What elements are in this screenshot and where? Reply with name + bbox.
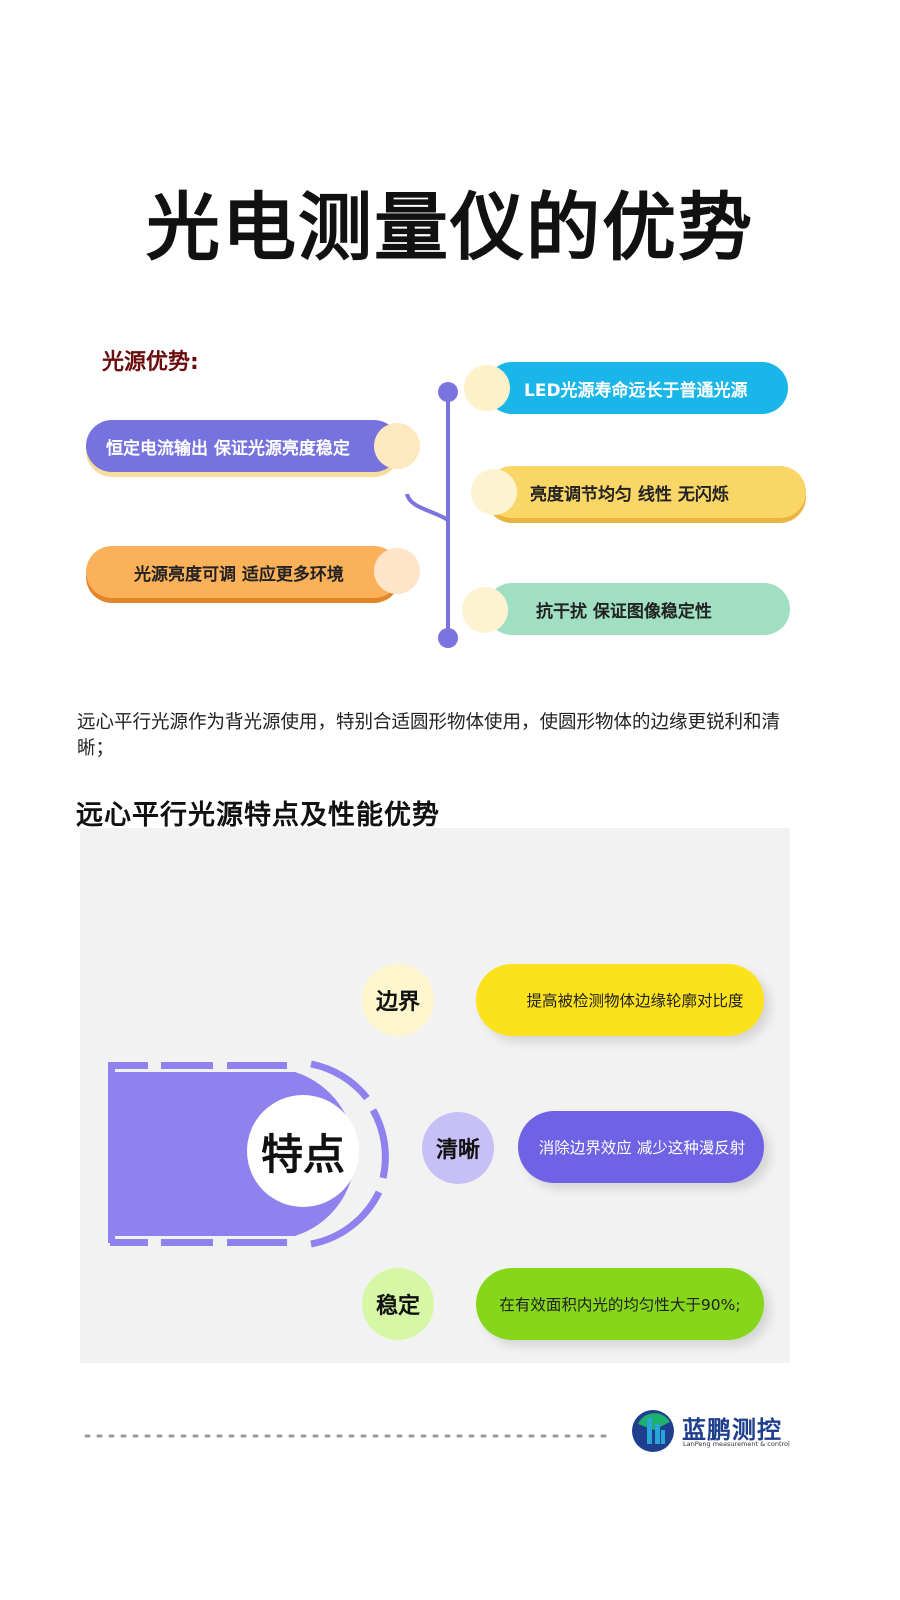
brand-name: 蓝鹏测控	[682, 1416, 782, 1444]
pill-start-circle	[471, 469, 517, 515]
feature-detail: 提高被检测物体边缘轮廓对比度	[526, 992, 744, 1010]
feature-circle-stability: 稳定	[362, 1268, 434, 1340]
feature-circle-clarity: 清晰	[422, 1112, 494, 1184]
footer-dotted-divider	[84, 1434, 608, 1438]
features-title: 远心平行光源特点及性能优势	[76, 800, 440, 831]
feature-detail: 在有效面积内光的均匀性大于90%;	[499, 1296, 741, 1314]
description-paragraph: 远心平行光源作为背光源使用，特别合适圆形物体使用，使圆形物体的边缘更锐利和清晰；	[77, 712, 781, 759]
brand-logo-icon	[632, 1410, 674, 1452]
section-label-light-source: 光源优势:	[102, 350, 199, 375]
advantage-pill-adjustable: 光源亮度可调 适应更多环境	[86, 546, 400, 598]
feature-pill-stability: 在有效面积内光的均匀性大于90%;	[476, 1268, 764, 1340]
pill-end-circle	[374, 423, 420, 469]
advantage-text: 恒定电流输出 保证光源亮度稳定	[106, 438, 350, 459]
advantage-text: 抗干扰 保证图像稳定性	[536, 601, 712, 622]
feature-pill-clarity: 消除边界效应 减少这种漫反射	[518, 1111, 764, 1183]
advantage-pill-constant-current: 恒定电流输出 保证光源亮度稳定	[86, 420, 400, 472]
timeline-line	[446, 392, 450, 638]
timeline-dot-top	[438, 382, 458, 402]
page-title: 光电测量仪的优势	[146, 185, 754, 271]
brand-tagline: LanPeng measurement & control	[683, 1440, 790, 1448]
pill-start-circle	[462, 587, 508, 633]
advantage-pill-led-life: LED光源寿命远长于普通光源	[486, 362, 788, 414]
timeline-dot-bottom	[438, 628, 458, 648]
feature-detail: 消除边界效应 减少这种漫反射	[538, 1139, 746, 1157]
timeline-branch	[405, 494, 450, 522]
feature-circle-boundary: 边界	[362, 964, 434, 1036]
features-center-label: 特点	[247, 1095, 359, 1207]
advantage-text: 亮度调节均匀 线性 无闪烁	[530, 484, 729, 505]
advantage-pill-anti-interference: 抗干扰 保证图像稳定性	[486, 583, 790, 635]
pill-end-circle	[374, 548, 420, 594]
pill-start-circle	[464, 365, 510, 411]
advantage-pill-brightness: 亮度调节均匀 线性 无闪烁	[486, 466, 806, 518]
advantage-text: 光源亮度可调 适应更多环境	[134, 564, 344, 585]
advantage-text: LED光源寿命远长于普通光源	[524, 380, 748, 401]
feature-pill-boundary: 提高被检测物体边缘轮廓对比度	[476, 964, 764, 1036]
